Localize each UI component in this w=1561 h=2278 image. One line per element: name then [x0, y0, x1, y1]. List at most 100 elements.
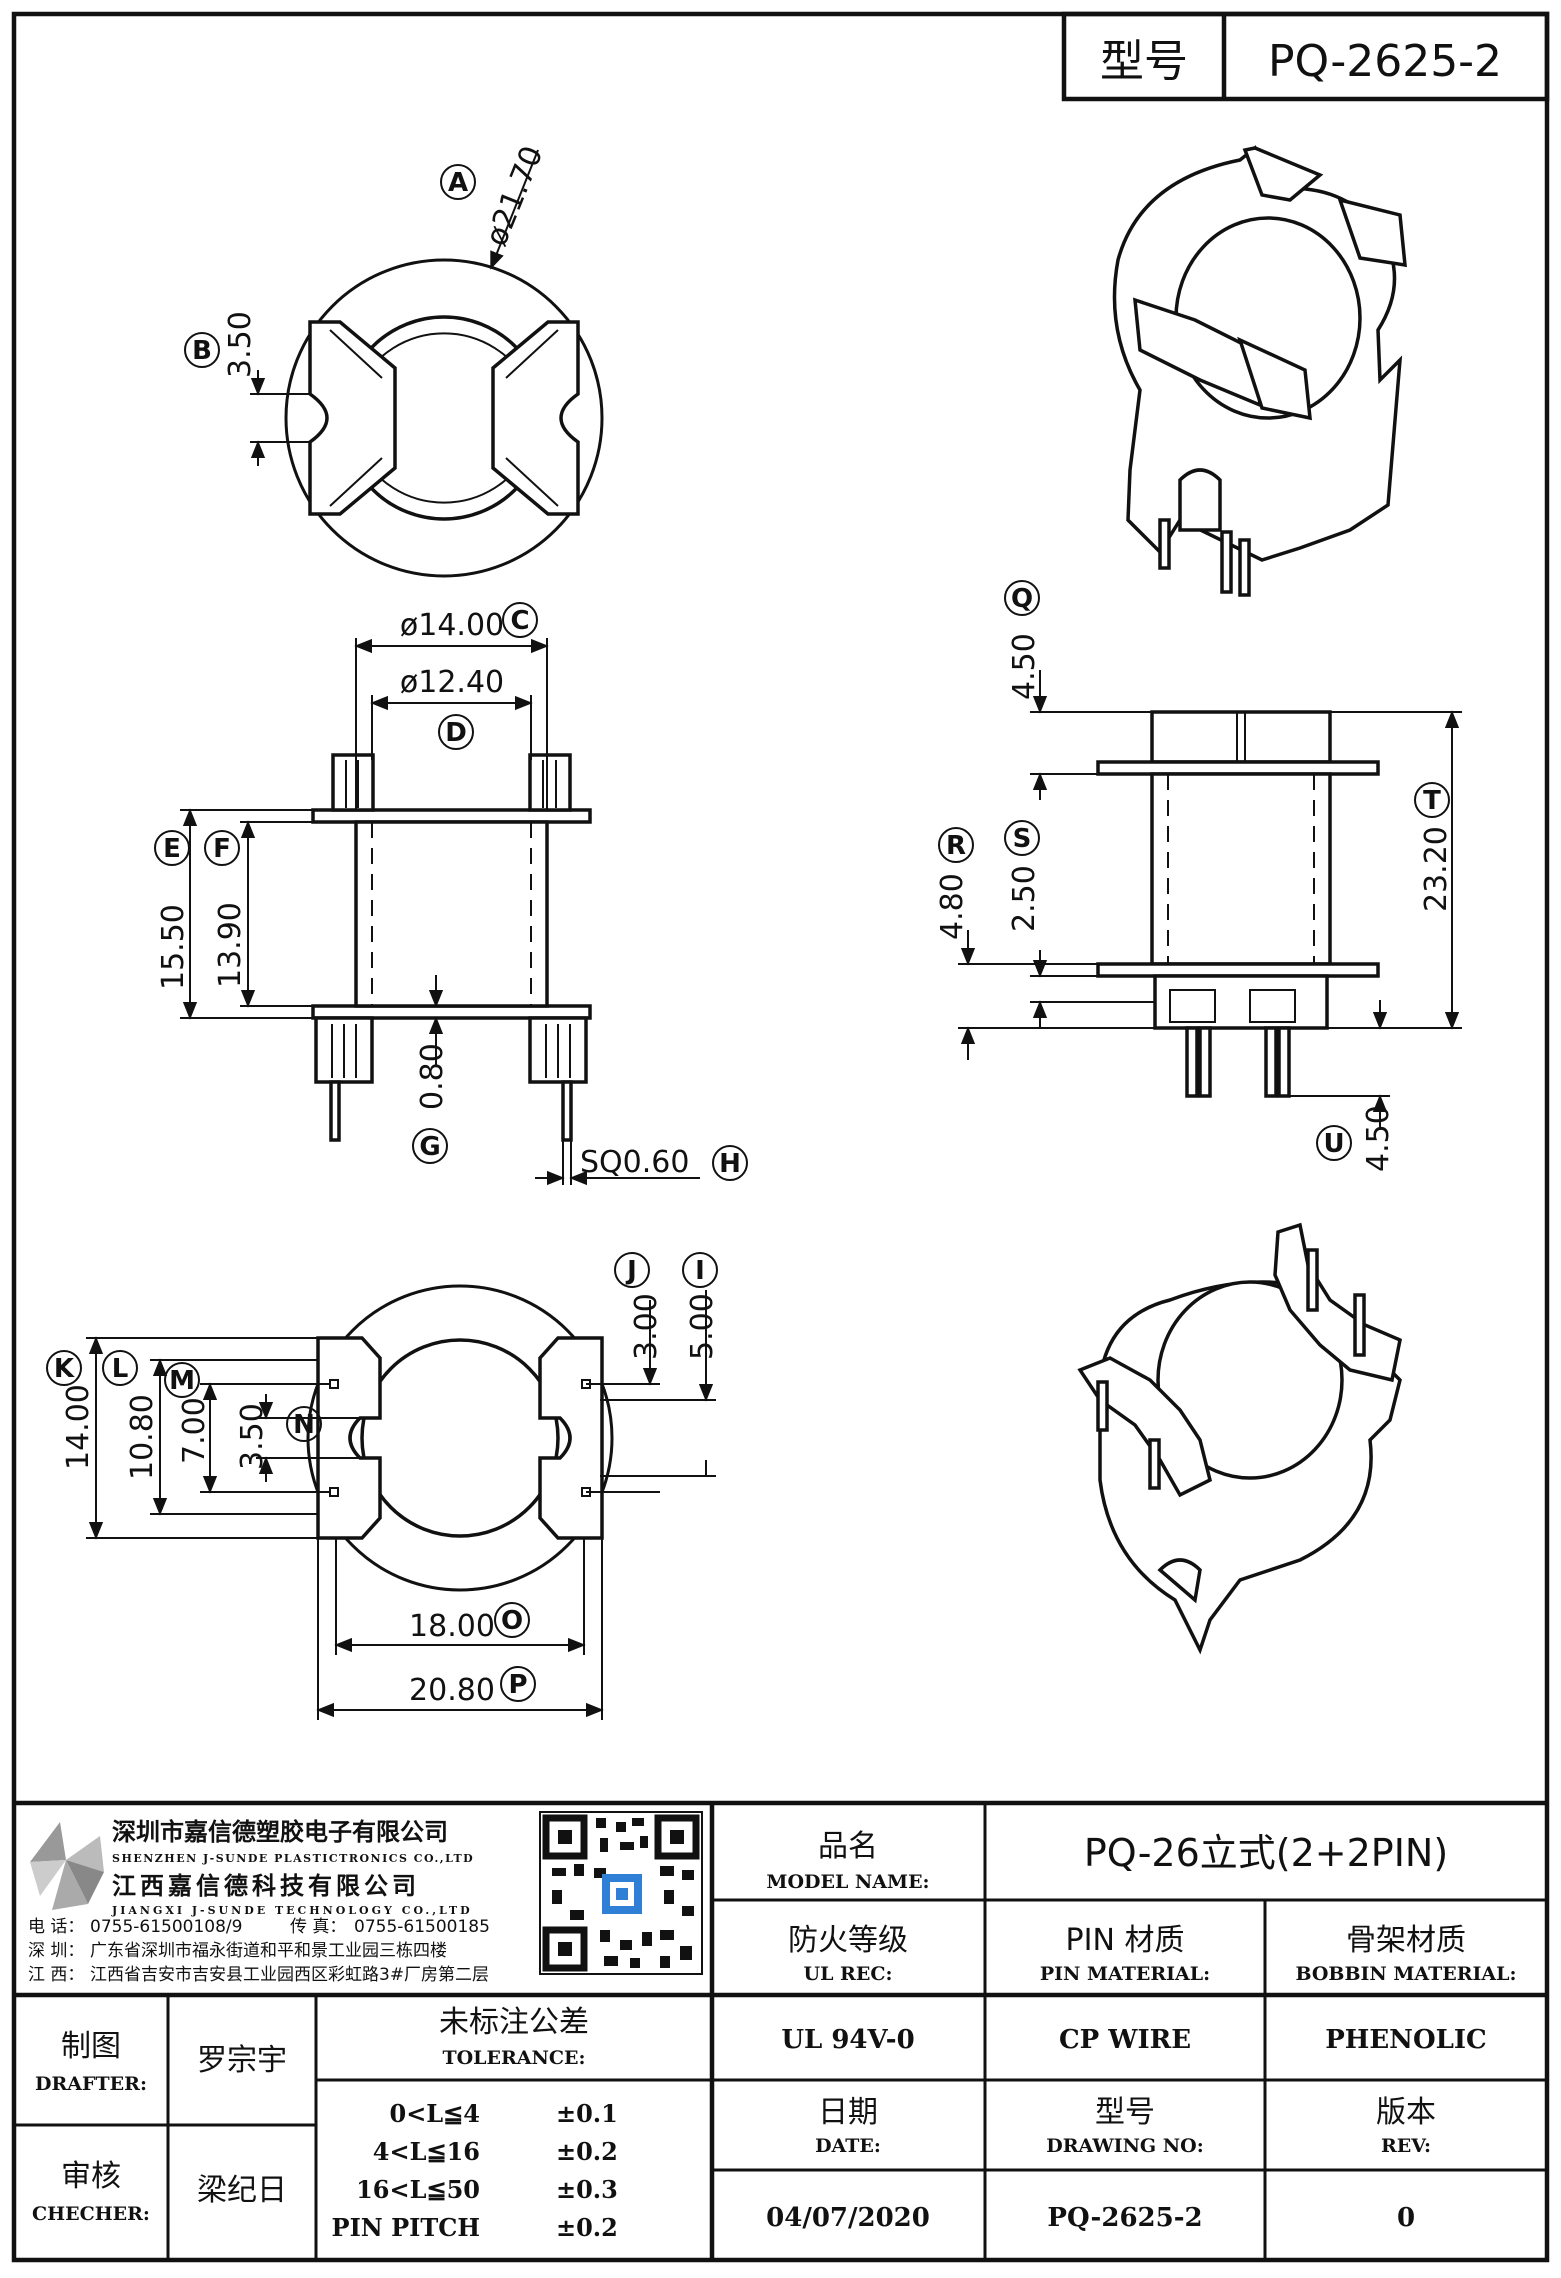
dim-s: 2.50	[1007, 865, 1042, 932]
tag-j: J	[625, 1256, 637, 1286]
phone-value: 0755-61500108/9	[90, 1917, 242, 1937]
fax-label: 传 真：	[290, 1917, 346, 1937]
dim-p: 20.80	[409, 1673, 495, 1708]
side-view: 4.50 Q 4.80 R 2.50 S 23.20 T 4.50 U	[935, 580, 1462, 1172]
company-logo	[30, 1822, 104, 1910]
address-shenzhen-label: 深 圳：	[28, 1941, 84, 1961]
rev-value: 0	[1397, 2203, 1415, 2233]
balloon-e	[154, 830, 190, 866]
rev-en: REV:	[1381, 2135, 1431, 2157]
drawing-no-cn: 型号	[1095, 2095, 1155, 2130]
tag-o: O	[501, 1606, 523, 1636]
drafter-cn: 制图	[61, 2029, 121, 2064]
dim-i: 5.00	[685, 1293, 720, 1360]
balloon-j	[614, 1252, 650, 1288]
header-model-value: PQ-2625-2	[1268, 36, 1502, 87]
dim-h: SQ0.60	[580, 1145, 689, 1180]
top-view: A ø21.70 B 3.50	[184, 141, 604, 578]
sheet-border	[11, 11, 1550, 2263]
phone-label: 电 话：	[28, 1917, 84, 1937]
balloon-p	[500, 1666, 536, 1702]
checker-en: CHECHER:	[32, 2203, 150, 2225]
drawing-no-en: DRAWING NO:	[1046, 2135, 1203, 2157]
ul-rec-value: UL 94V-0	[781, 2025, 914, 2055]
tag-b: B	[192, 336, 212, 366]
dim-f: 13.90	[213, 902, 248, 988]
header-box: 型号 PQ-2625-2	[1061, 11, 1550, 102]
fax-value: 0755-61500185	[354, 1917, 490, 1937]
date-value: 04/07/2020	[766, 2203, 930, 2233]
tolerance-value-3: ±0.3	[556, 2175, 618, 2204]
tag-q: Q	[1011, 584, 1033, 614]
checker-cn: 审核	[61, 2159, 121, 2194]
ul-rec-cn: 防火等级	[788, 1923, 908, 1958]
tag-i: I	[695, 1256, 705, 1286]
isometric-view-top	[1112, 145, 1407, 597]
balloon-u	[1316, 1125, 1352, 1161]
company-name-en-2: JIANGXI J-SUNDE TECHNOLOGY CO.,LTD	[111, 1904, 473, 1917]
tag-l: L	[112, 1354, 129, 1384]
tag-r: R	[946, 831, 966, 861]
title-block: 深圳市嘉信德塑胶电子有限公司 SHENZHEN J-SUNDE PLASTICT…	[14, 1800, 1547, 2260]
dim-q: 4.50	[1007, 633, 1042, 700]
tag-g: G	[419, 1132, 440, 1162]
date-cn: 日期	[818, 2095, 878, 2130]
tag-p: P	[508, 1670, 527, 1700]
qr-code	[539, 1811, 703, 1975]
tag-d: D	[445, 718, 467, 748]
balloon-q	[1004, 580, 1040, 616]
drawing-no-value: PQ-2625-2	[1047, 2203, 1202, 2233]
balloon-l	[102, 1350, 138, 1386]
model-name-value: PQ-26立式(2+2PIN)	[1084, 1831, 1448, 1875]
tag-s: S	[1013, 824, 1032, 854]
dim-m: 7.00	[177, 1397, 212, 1464]
balloon-k	[46, 1350, 82, 1386]
company-name-cn-1: 深圳市嘉信德塑胶电子有限公司	[112, 1818, 448, 1846]
tag-m: M	[169, 1366, 195, 1396]
balloon-a	[440, 164, 476, 200]
dim-a: ø21.70	[479, 141, 551, 251]
balloon-s	[1004, 820, 1040, 856]
tag-t: T	[1423, 786, 1441, 816]
balloon-c	[502, 602, 538, 638]
balloon-t	[1414, 782, 1450, 818]
balloon-d	[438, 714, 474, 750]
dim-j: 3.00	[629, 1293, 664, 1360]
balloon-r	[938, 827, 974, 863]
tolerance-range-4: PIN PITCH	[332, 2213, 480, 2242]
dim-g: 0.80	[415, 1043, 450, 1110]
tag-k: K	[54, 1354, 75, 1384]
rev-cn: 版本	[1376, 2095, 1436, 2130]
dim-u: 4.50	[1361, 1105, 1396, 1172]
balloon-g	[412, 1128, 448, 1164]
dim-d: ø12.40	[400, 665, 504, 700]
model-name-en: MODEL NAME:	[766, 1871, 929, 1893]
balloon-i	[682, 1252, 718, 1288]
dim-b: 3.50	[223, 311, 258, 378]
tolerance-range-3: 16<L≦50	[356, 2175, 480, 2204]
dim-t: 23.20	[1419, 826, 1454, 912]
drafter-value: 罗宗宇	[197, 2043, 287, 2078]
tolerance-value-1: ±0.1	[556, 2099, 618, 2128]
tag-f: F	[213, 834, 231, 864]
balloon-f	[204, 830, 240, 866]
drafter-en: DRAFTER:	[35, 2073, 147, 2095]
bottom-view: 5.00 I 3.00 J 14.00 K 10.80 L 7.00 M	[46, 1252, 720, 1720]
bobbin-material-value: PHENOLIC	[1325, 2025, 1486, 2055]
address-jiangxi: 江西省吉安市吉安县工业园西区彩虹路3#厂房第二层	[90, 1965, 489, 1985]
tolerance-range-1: 0<L≦4	[390, 2099, 481, 2128]
tag-a: A	[448, 168, 468, 198]
pin-material-value: CP WIRE	[1059, 2025, 1191, 2055]
pin-material-cn: PIN 材质	[1066, 1923, 1185, 1958]
dim-o: 18.00	[409, 1609, 495, 1644]
tolerance-value-2: ±0.2	[556, 2137, 618, 2166]
tag-c: C	[510, 606, 529, 636]
dim-c: ø14.00	[400, 608, 504, 643]
dim-l: 10.80	[125, 1394, 160, 1480]
tolerance-value-4: ±0.2	[556, 2213, 618, 2242]
bobbin-material-cn: 骨架材质	[1346, 1923, 1466, 1958]
checker-value: 梁纪日	[197, 2173, 287, 2208]
isometric-view-bottom	[1077, 1222, 1402, 1655]
